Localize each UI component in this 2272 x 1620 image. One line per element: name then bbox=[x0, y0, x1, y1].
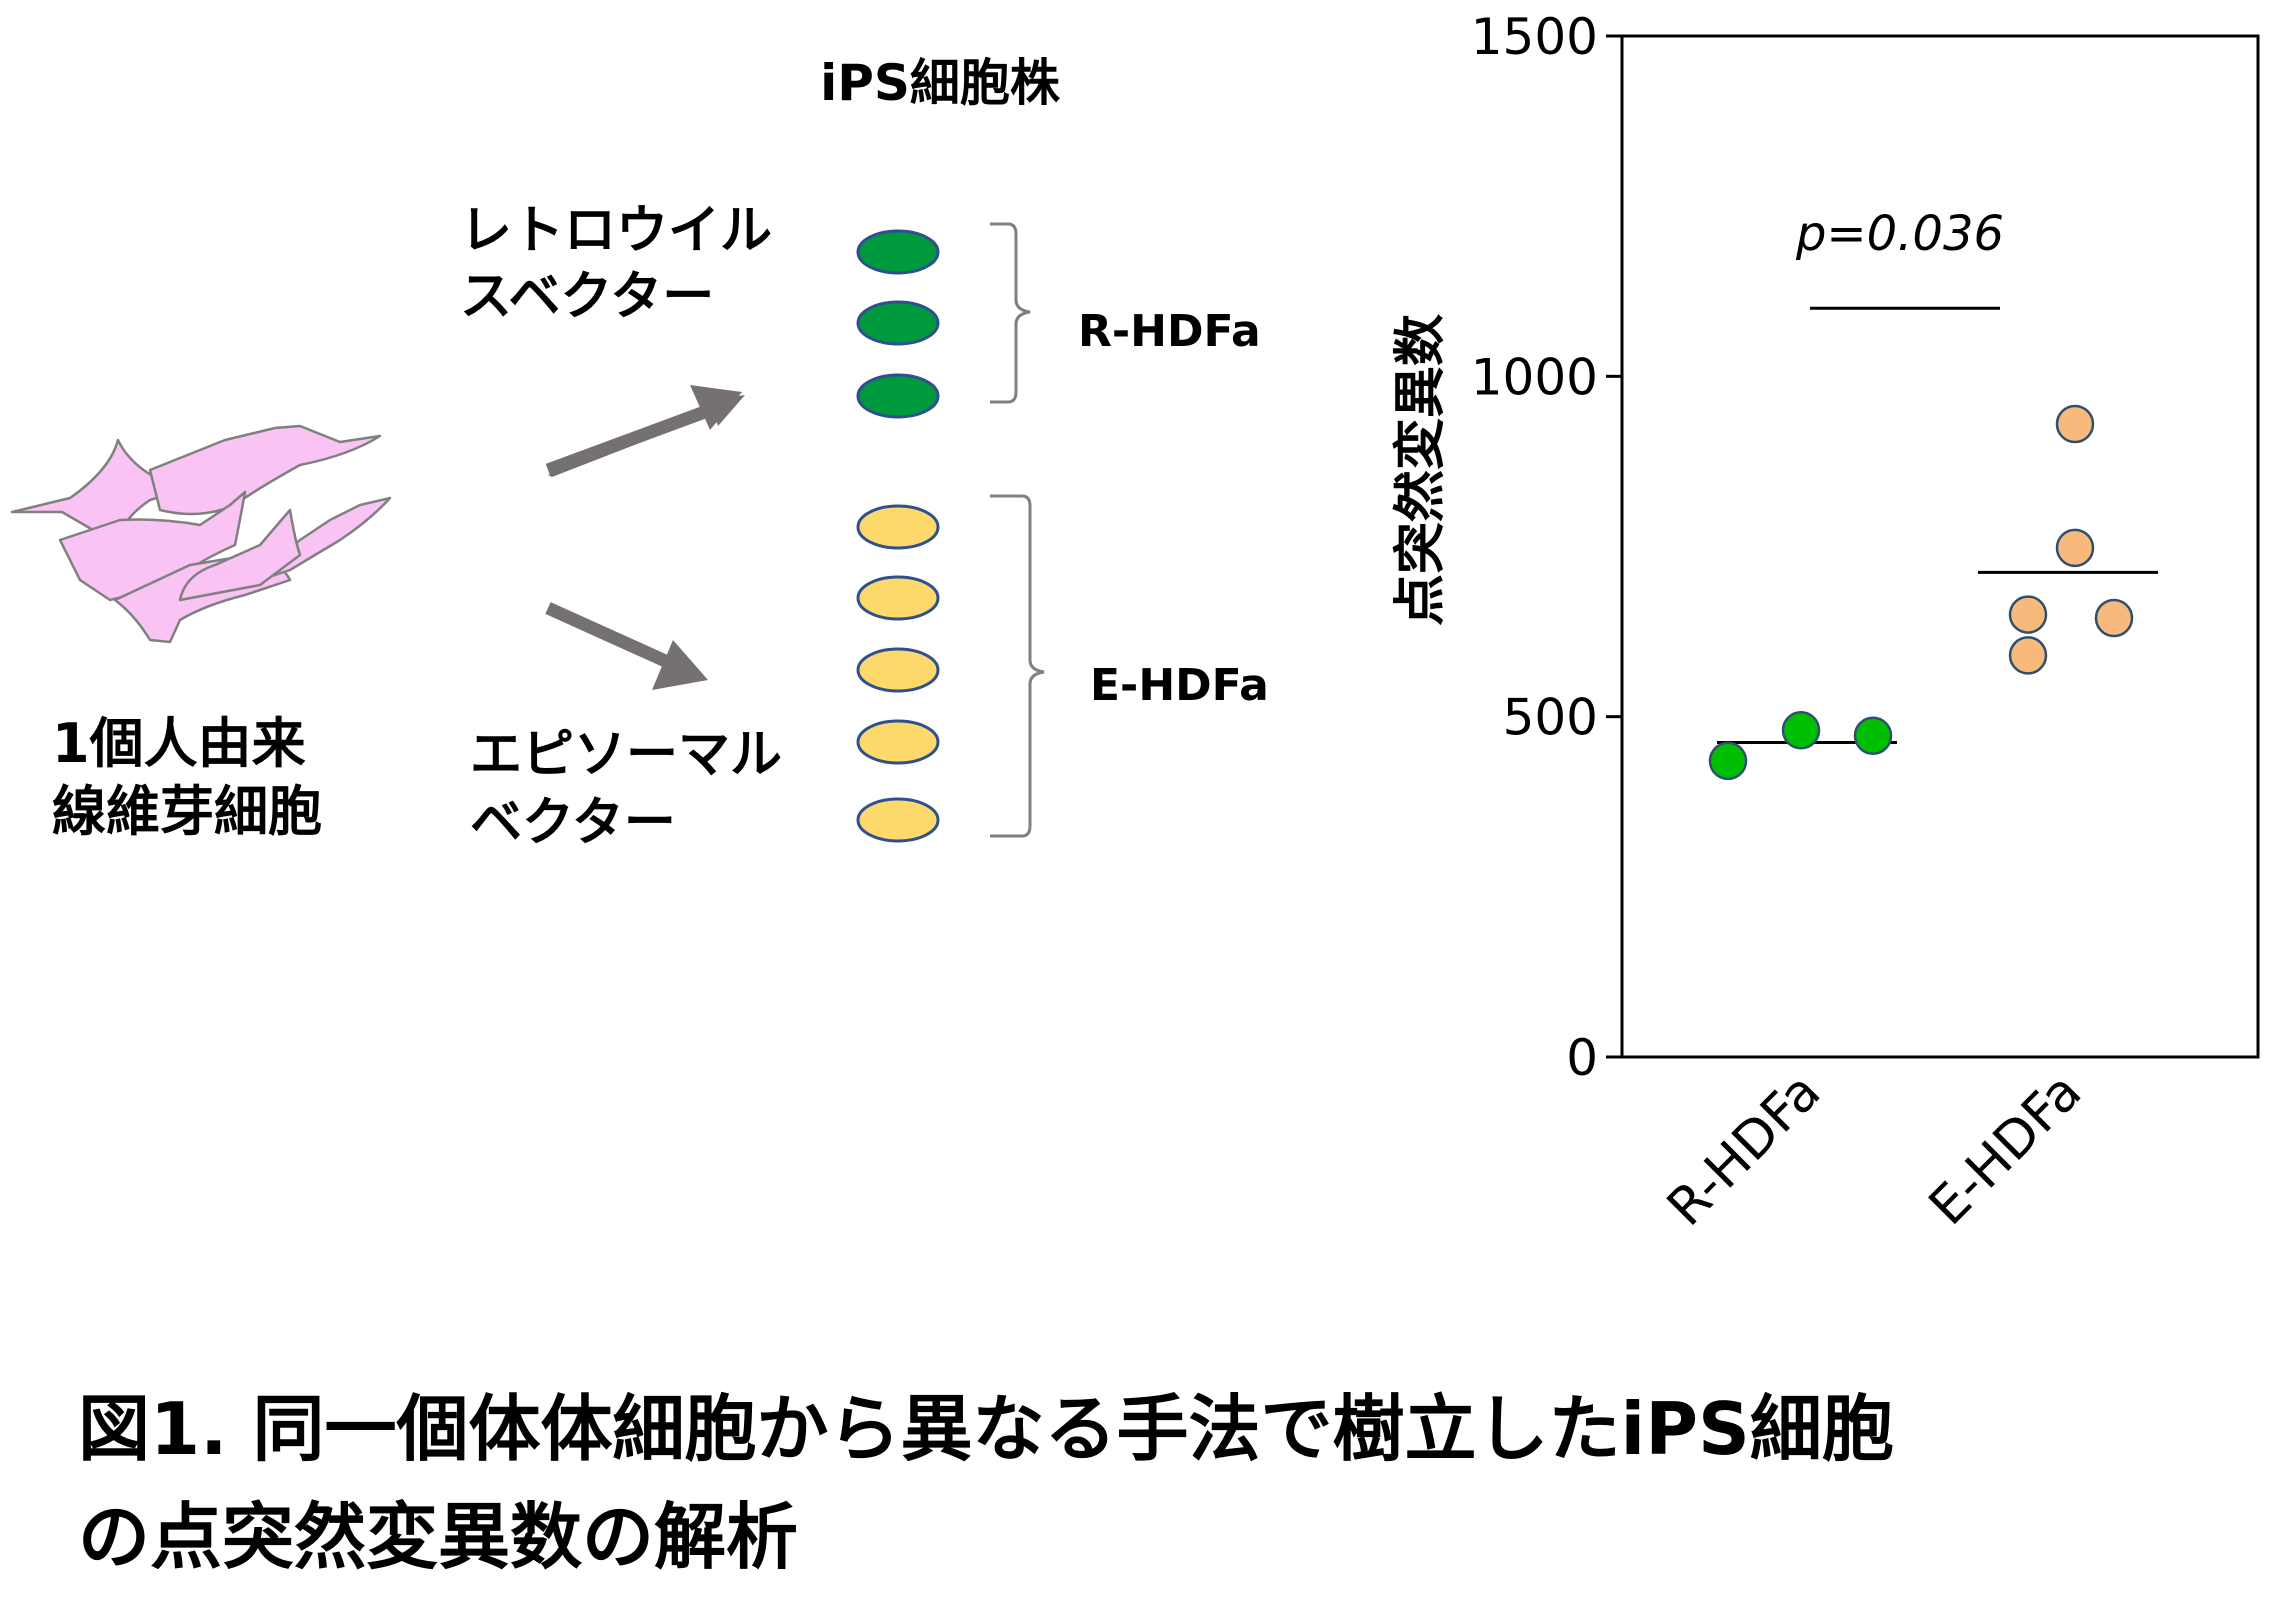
data-point bbox=[2055, 528, 2095, 568]
data-point bbox=[2094, 598, 2134, 638]
p-value-annotation: p=0.036 bbox=[1795, 206, 2004, 262]
ips-title: iPS細胞株 bbox=[820, 54, 1061, 112]
data-point bbox=[1781, 711, 1821, 750]
y-tick-label: 500 bbox=[1503, 689, 1598, 747]
retro-ips-lines bbox=[856, 229, 940, 419]
episomal-label-line1: エピソーマル bbox=[470, 725, 782, 785]
arrow-retro-head bbox=[690, 385, 742, 430]
y-tick-label: 0 bbox=[1566, 1029, 1598, 1087]
workflow-diagram: 1個人由来 線維芽細胞 レトロウイル スベクター エピソーマル ベクター iPS… bbox=[10, 54, 1269, 853]
ips-line-oval bbox=[856, 647, 940, 693]
y-tick-label: 1500 bbox=[1471, 8, 1598, 66]
group-e-label: E-HDFa bbox=[1090, 660, 1269, 711]
source-label-line2: 線維芽細胞 bbox=[52, 780, 322, 843]
data-point bbox=[1708, 741, 1748, 781]
ips-line-oval bbox=[856, 300, 940, 346]
retro-label-line1: レトロウイル bbox=[460, 201, 772, 261]
source-label-line1: 1個人由来 bbox=[52, 712, 306, 775]
episomal-ips-lines bbox=[856, 504, 940, 843]
y-tick-label: 1000 bbox=[1471, 348, 1598, 406]
data-point bbox=[2008, 636, 2048, 675]
ips-line-oval bbox=[856, 504, 940, 550]
brace-r bbox=[990, 222, 1031, 404]
x-tick-label: R-HDFa bbox=[1656, 1062, 1832, 1238]
ips-line-oval bbox=[856, 797, 940, 843]
mutation-scatter-chart: 0 500 1000 1500 点突然変異数 R-HDFa E-HDFa p=0.036 bbox=[1391, 8, 2260, 1238]
ips-line-oval bbox=[856, 373, 940, 419]
data-point bbox=[2055, 404, 2095, 444]
arrow-episomal-shaft bbox=[545, 602, 675, 670]
figure-caption-line2: の点突然変異数の解析 bbox=[78, 1495, 799, 1579]
ips-line-oval bbox=[856, 719, 940, 765]
plot-frame bbox=[1620, 34, 2260, 1059]
data-point bbox=[1853, 716, 1893, 755]
brace-e bbox=[990, 494, 1045, 838]
ips-line-oval bbox=[856, 229, 940, 275]
y-axis-label: 点突然変異数 bbox=[1391, 314, 1451, 626]
retro-label-line2: スベクター bbox=[460, 267, 714, 327]
group-r-label: R-HDFa bbox=[1078, 306, 1261, 357]
arrow-episomal-head bbox=[652, 640, 708, 690]
ips-line-oval bbox=[856, 575, 940, 621]
figure-caption-line1: 図1. 同一個体体細胞から異なる手法で樹立したiPS細胞 bbox=[78, 1387, 1894, 1471]
episomal-label-line2: ベクター bbox=[470, 793, 676, 853]
fibroblast-cells-illustration bbox=[10, 424, 392, 644]
x-tick-label: E-HDFa bbox=[1918, 1062, 2093, 1237]
data-point bbox=[2008, 595, 2048, 634]
arrow-retro-shaft bbox=[545, 403, 713, 477]
